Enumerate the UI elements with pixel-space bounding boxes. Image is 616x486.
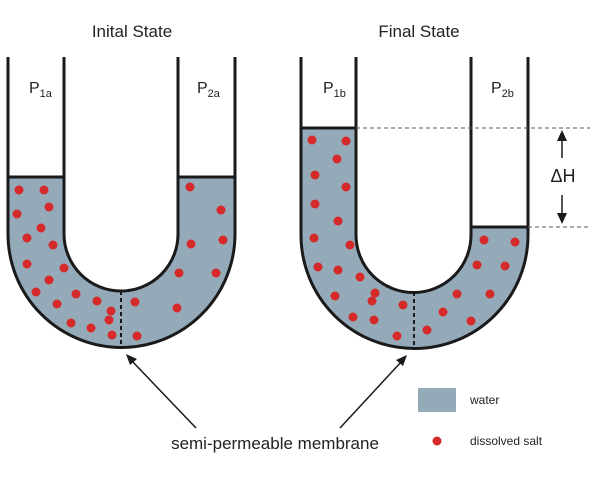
salt-particle xyxy=(31,287,41,297)
salt-particle xyxy=(341,182,351,192)
salt-particle xyxy=(104,315,114,325)
initial-pressure-right-label: P2a xyxy=(197,80,221,100)
membrane-pointer-left xyxy=(130,359,197,429)
salt-particle xyxy=(452,289,462,299)
salt-particle xyxy=(185,182,195,192)
final-water-fill xyxy=(301,128,528,349)
salt-particle xyxy=(71,289,81,299)
salt-particle xyxy=(130,297,140,307)
legend-salt-swatch xyxy=(432,436,442,446)
salt-particle xyxy=(132,331,142,341)
membrane-pointer-right-head xyxy=(396,355,407,366)
salt-particle xyxy=(186,239,196,249)
salt-particle xyxy=(500,261,510,271)
salt-particle xyxy=(44,275,54,285)
salt-particle xyxy=(330,291,340,301)
p-sub: 2b xyxy=(502,88,514,100)
salt-particle xyxy=(36,223,46,233)
final-u-tube-outline xyxy=(299,57,530,350)
initial-pressure-left-label: P1a xyxy=(29,80,53,100)
membrane-pointer-left-head xyxy=(126,354,137,365)
salt-particle xyxy=(341,136,351,146)
salt-particle xyxy=(92,296,102,306)
salt-particle xyxy=(14,185,24,195)
initial-u-tube-inner-outline xyxy=(62,57,180,293)
salt-particle xyxy=(333,216,343,226)
salt-particle xyxy=(369,315,379,325)
salt-particle xyxy=(59,263,69,273)
salt-particle xyxy=(22,233,32,243)
salt-particle xyxy=(472,260,482,270)
salt-particle xyxy=(466,316,476,326)
salt-particle xyxy=(422,325,432,335)
legend: water dissolved salt xyxy=(418,388,543,448)
final-salt-particles xyxy=(307,135,520,341)
salt-particle xyxy=(485,289,495,299)
salt-particle xyxy=(370,288,380,298)
p-main: P xyxy=(491,80,502,97)
salt-particle xyxy=(174,268,184,278)
p-main: P xyxy=(323,80,334,97)
salt-particle xyxy=(39,185,49,195)
salt-particle xyxy=(66,318,76,328)
salt-particle xyxy=(52,299,62,309)
salt-particle xyxy=(307,135,317,145)
salt-particle xyxy=(12,209,22,219)
initial-state-title: Inital State xyxy=(92,22,172,41)
final-u-tube-inner-outline xyxy=(354,57,473,294)
salt-particle xyxy=(479,235,489,245)
p-sub: 2a xyxy=(208,88,221,100)
final-pressure-left-label: P1b xyxy=(323,80,346,100)
delta-h-arrow-down-head xyxy=(557,213,567,224)
membrane-callout xyxy=(126,354,407,429)
salt-particle xyxy=(310,199,320,209)
legend-water-label: water xyxy=(469,393,499,407)
final-pressure-right-label: P2b xyxy=(491,80,514,100)
delta-h-arrow-up-head xyxy=(557,130,567,141)
salt-particle xyxy=(333,265,343,275)
salt-particle xyxy=(211,268,221,278)
p-sub: 1a xyxy=(40,88,53,100)
initial-state-panel: Inital State xyxy=(6,22,237,349)
salt-particle xyxy=(106,306,116,316)
salt-particle xyxy=(309,233,319,243)
salt-particle xyxy=(438,307,448,317)
final-state-panel: Final State xyxy=(299,22,590,350)
final-state-title: Final State xyxy=(378,22,459,41)
salt-particle xyxy=(392,331,402,341)
salt-particle xyxy=(86,323,96,333)
salt-particle xyxy=(107,330,117,340)
p-main: P xyxy=(29,80,40,97)
p-main: P xyxy=(197,80,208,97)
salt-particle xyxy=(332,154,342,164)
legend-salt-label: dissolved salt xyxy=(470,434,543,448)
salt-particle xyxy=(22,259,32,269)
salt-particle xyxy=(172,303,182,313)
salt-particle xyxy=(48,240,58,250)
p-sub: 1b xyxy=(334,88,346,100)
membrane-label: semi-permeable membrane xyxy=(171,434,379,453)
initial-u-tube-outline xyxy=(6,57,237,349)
initial-salt-particles xyxy=(12,182,228,341)
legend-water-swatch xyxy=(418,388,456,412)
salt-particle xyxy=(367,296,377,306)
salt-particle xyxy=(510,237,520,247)
salt-particle xyxy=(313,262,323,272)
salt-particle xyxy=(216,205,226,215)
salt-particle xyxy=(310,170,320,180)
height-difference-indicator xyxy=(557,130,567,224)
membrane-pointer-right xyxy=(339,360,403,429)
delta-h-label: ΔH xyxy=(550,166,575,186)
salt-particle xyxy=(398,300,408,310)
salt-particle xyxy=(348,312,358,322)
salt-particle xyxy=(345,240,355,250)
salt-particle xyxy=(355,272,365,282)
salt-particle xyxy=(44,202,54,212)
salt-particle xyxy=(218,235,228,245)
